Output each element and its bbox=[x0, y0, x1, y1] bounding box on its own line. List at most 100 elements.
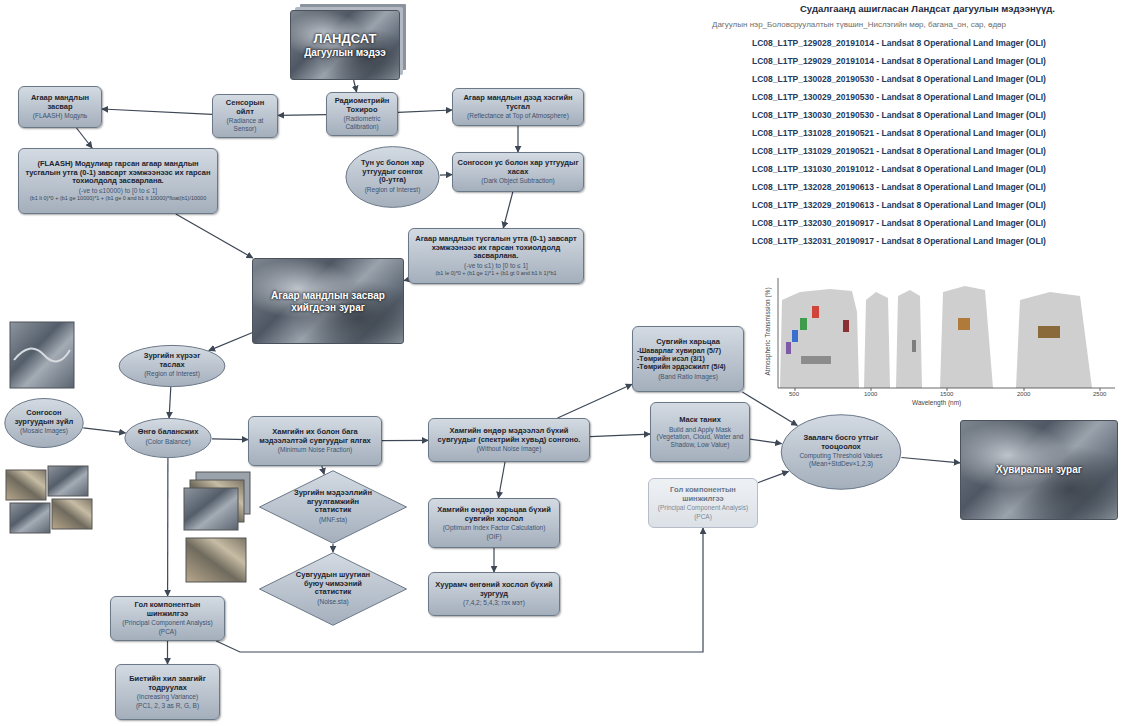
image-node: Агаар мандлын засвар хийгдсэн зураг bbox=[252, 258, 404, 344]
node-text-group: Гол компонентын шинжилгээ(Principal Comp… bbox=[115, 601, 220, 635]
diamond-shape bbox=[260, 471, 407, 544]
node-title: Сенсорын ойлт bbox=[217, 99, 273, 116]
node-title: Сонгосон ус болон хар утгуудыг хасах bbox=[457, 159, 579, 176]
node-title: Сонгосон зургуудын зүйл bbox=[14, 409, 74, 426]
process-ellipse: Сонгосон зургуудын зүйл(Mosaic Images) bbox=[4, 398, 84, 448]
ellipse-shape bbox=[125, 418, 211, 457]
scene-id: LC08_L1TP_130030_20190530 - Landsat 8 Op… bbox=[752, 110, 1046, 120]
node-text-group: Сенсорын ойлт(Radiance at Sensor) bbox=[217, 99, 273, 132]
node-title: ЛАНДСАТ bbox=[297, 32, 393, 47]
node-detail: (Radiometric Calibration) bbox=[331, 115, 393, 130]
format-note: Дагуулын нэр_Боловсруулалтын түвшин_Нисл… bbox=[712, 20, 1006, 29]
flow-arrow bbox=[440, 174, 452, 176]
node-detail: (-ve to ≤10000) to [0 to ≤ 1] bbox=[23, 187, 213, 194]
flow-arrow bbox=[209, 333, 252, 351]
node-detail: (Region of Interest) bbox=[357, 186, 428, 193]
node-text-group: Сувгуудын шуугиан буюу чимээний статисти… bbox=[291, 571, 375, 605]
scene-id: LC08_L1TP_132029_20190613 - Landsat 8 Op… bbox=[752, 200, 1046, 210]
node-title: Заалагч босго утгыг тооцоолох bbox=[796, 434, 886, 451]
node-detail: (Band Ratio Images) bbox=[637, 373, 739, 380]
node-text-group: Агаар мандлын засвар(FLAASH) Модуль bbox=[23, 94, 97, 120]
flow-arrow bbox=[750, 439, 782, 444]
node-title: Өнгө балансжих bbox=[135, 428, 201, 437]
decision-diamond: Сувгуудын шуугиан буюу чимээний статисти… bbox=[258, 552, 408, 626]
scene-id: LC08_L1TP_130029_20190530 - Landsat 8 Op… bbox=[752, 92, 1046, 102]
node-title: Сувгуудын шуугиан буюу чимээний статисти… bbox=[291, 571, 375, 597]
process-box: Хамгийн өндөр мэдээлэл бүхий сувгуудыг (… bbox=[428, 418, 590, 462]
node-text-group: Зургийн мэдээллийн агуулгамжийн статисти… bbox=[291, 489, 375, 523]
mosaic-images bbox=[6, 466, 92, 533]
node-detail: (FLAASH) Модуль bbox=[23, 112, 97, 119]
scene-id: LC08_L1TP_132030_20190917 - Landsat 8 Op… bbox=[752, 218, 1046, 228]
node-detail: (Minimum Noise Fraction) bbox=[253, 446, 377, 453]
node-text-group: Хувиралын зураг bbox=[967, 464, 1111, 476]
flow-arrow bbox=[503, 192, 513, 228]
flow-arrow bbox=[354, 80, 357, 92]
flow-arrow bbox=[758, 471, 789, 482]
process-box: Агаар мандлын тусгалын утга (0-1) завсар… bbox=[408, 228, 584, 284]
image-node: Хувиралын зураг bbox=[960, 420, 1118, 520]
flow-arrow bbox=[77, 128, 93, 148]
diamond-shape bbox=[260, 553, 407, 626]
flow-arrow bbox=[517, 126, 518, 152]
flow-arrow bbox=[167, 458, 168, 596]
node-detail: Дагуулын мэдээ bbox=[297, 47, 393, 59]
node-title: Хувиралын зураг bbox=[967, 464, 1111, 476]
node-detail: (b1 lt 0)*0 + (b1 ge 10000)*1 + (b1 ge 0… bbox=[23, 195, 213, 201]
node-detail: (OIF) bbox=[433, 533, 555, 540]
node-detail: (PCA) bbox=[115, 628, 220, 635]
node-detail: (7,4,2; 5,4,3; гэх мэт) bbox=[433, 599, 555, 606]
node-detail: (b1 le 0)*0 + (b1 ge 1)*1 + (b1 gt 0 and… bbox=[413, 270, 579, 276]
flow-arrow bbox=[83, 428, 125, 433]
node-detail: (PCA) bbox=[653, 513, 753, 520]
node-title: Агаар мандлын тусгалын утга (0-1) завсар… bbox=[413, 235, 579, 261]
flow-arrow bbox=[167, 641, 168, 664]
ellipse-shape bbox=[781, 415, 901, 489]
node-text-group: Агаар мандлын дээд хэсгийн тусгал(Reflec… bbox=[457, 94, 579, 120]
node-title: (FLAASH) Модулиар гарсан агаар мандлын т… bbox=[23, 160, 213, 186]
node-text-group: Маск танихBuild and Apply Mask (Vegetati… bbox=[655, 416, 745, 448]
flow-arrow bbox=[493, 548, 494, 572]
flow-arrow bbox=[398, 110, 452, 112]
node-text-group: Хамгийн өндөр харьцаа бүхий сувгийн хосл… bbox=[433, 506, 555, 540]
flow-arrow bbox=[499, 462, 506, 498]
node-detail: (Reflectance at Top of Atmosphere) bbox=[457, 112, 579, 119]
ellipse-shape bbox=[346, 147, 439, 208]
process-box: Агаар мандлын засвар(FLAASH) Модуль bbox=[18, 86, 102, 128]
node-detail: (Dark Object Subtraction) bbox=[457, 177, 579, 184]
flow-arrow bbox=[332, 544, 333, 552]
axis-tick: 2500 bbox=[1093, 391, 1106, 397]
node-detail: Build and Apply Mask (Vegetation, Cloud,… bbox=[655, 426, 745, 448]
node-text-group: ЛАНДСАТДагуулын мэдээ bbox=[297, 32, 393, 58]
node-title: Агаар мандлын дээд хэсгийн тусгал bbox=[457, 94, 579, 111]
process-box: Сувгийн харьцаа-Шаварлаг хувирал (5/7)-Т… bbox=[632, 326, 744, 392]
process-box: Гол компонентын шинжилгээ(Principal Comp… bbox=[648, 478, 758, 528]
node-title: Хамгийн өндөр харьцаа бүхий сувгийн хосл… bbox=[433, 506, 555, 523]
node-detail: (Radiance at Sensor) bbox=[217, 117, 273, 132]
node-title: Зургийн хүрээг таслах bbox=[132, 352, 212, 369]
node-detail: (Noise.sta) bbox=[291, 598, 375, 605]
node-text-group: Хуурамч өнгөний хослол бүхий зургууд(7,4… bbox=[433, 581, 555, 607]
process-ellipse: Заалагч босго утгыг тооцоолохComputing T… bbox=[780, 414, 902, 490]
node-detail: -Төмрийн исэл (3/1) bbox=[637, 355, 739, 363]
node-title: Тун ус болон хар утгуудыг сонгох (0-утга… bbox=[357, 159, 428, 185]
process-ellipse: Өнгө балансжих(Color Balance) bbox=[124, 418, 212, 458]
scene-id: LC08_L1TP_130028_20190530 - Landsat 8 Op… bbox=[752, 74, 1046, 84]
flow-arrow bbox=[901, 458, 960, 463]
ellipse-outline bbox=[780, 414, 902, 490]
process-box: Гол компонентын шинжилгээ(Principal Comp… bbox=[110, 596, 225, 641]
node-detail: (Region of Interest) bbox=[132, 370, 212, 377]
node-title: Маск таних bbox=[655, 416, 745, 425]
axis-tick: 2000 bbox=[1017, 391, 1030, 397]
node-title: Сувгийн харьцаа bbox=[637, 338, 739, 347]
image-node: ЛАНДСАТДагуулын мэдээ bbox=[290, 10, 400, 80]
process-box: Хуурамч өнгөний хослол бүхий зургууд(7,4… bbox=[428, 572, 560, 616]
node-detail: (MNF.sta) bbox=[291, 516, 375, 523]
node-title: Агаар мандлын засвар хийгдсэн зураг bbox=[259, 290, 397, 313]
flow-arrow bbox=[590, 434, 650, 437]
node-detail: (-ve to ≤1) to [0 to ≤ 1] bbox=[413, 262, 579, 269]
node-text-group: Сонгосон зургуудын зүйл(Mosaic Images) bbox=[14, 409, 74, 435]
node-text-group: Зургийн хүрээг таслах(Region of Interest… bbox=[132, 352, 212, 378]
node-detail: -Шаварлаг хувирал (5/7) bbox=[637, 347, 739, 355]
